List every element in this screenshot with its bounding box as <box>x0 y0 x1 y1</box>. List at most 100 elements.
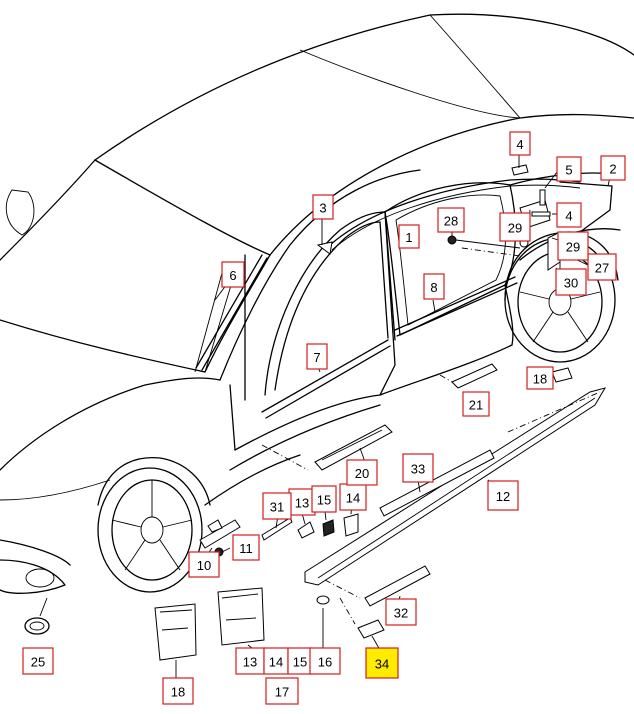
callout-box <box>309 647 341 675</box>
callout-18: 18 <box>526 366 554 390</box>
callout-8: 8 <box>423 273 445 300</box>
callout-box <box>312 194 334 220</box>
callout-box <box>311 485 337 513</box>
callout-number: 30 <box>564 276 578 291</box>
front-wheel <box>97 456 211 593</box>
callout-17: 17 <box>265 677 299 705</box>
callout-number: 13 <box>243 655 257 670</box>
callout-number: 18 <box>171 685 185 700</box>
callout-1: 1 <box>398 224 420 249</box>
callout-box <box>398 224 420 249</box>
callout-number: 13 <box>295 496 309 511</box>
callout-number: 6 <box>229 268 236 283</box>
callout-box <box>385 598 417 626</box>
callout-4: 4 <box>556 202 582 228</box>
callout-25: 25 <box>22 647 54 675</box>
callout-16: 16 <box>309 647 341 675</box>
callout-box <box>556 156 582 182</box>
callout-number: 18 <box>533 372 547 387</box>
callout-box <box>306 343 328 370</box>
callout-box <box>526 366 554 390</box>
callout-29: 29 <box>557 231 589 261</box>
callout-number: 29 <box>508 221 522 236</box>
callout-29: 29 <box>499 212 531 242</box>
callout-10: 10 <box>188 551 220 578</box>
callout-box <box>232 534 260 561</box>
callout-number: 2 <box>609 162 616 177</box>
callout-number: 27 <box>595 261 609 276</box>
callout-3: 3 <box>312 194 334 220</box>
callout-box <box>555 268 587 296</box>
callout-box <box>437 207 465 233</box>
callout-number: 15 <box>293 655 307 670</box>
callout-number: 14 <box>269 655 283 670</box>
callout-number: 34 <box>375 657 389 672</box>
callout-box <box>188 551 220 578</box>
callout-box <box>262 492 292 520</box>
guide-lines <box>261 247 601 625</box>
callout-box <box>235 647 265 675</box>
callout-number: 3 <box>319 201 326 216</box>
callout-15: 15 <box>311 485 337 513</box>
callout-box <box>162 677 194 705</box>
callout-number: 4 <box>565 209 572 224</box>
car-body-outline <box>0 13 634 594</box>
callout-28: 28 <box>437 207 465 233</box>
callout-7: 7 <box>306 343 328 370</box>
callout-box <box>365 647 399 679</box>
callout-number: 33 <box>411 462 425 477</box>
callout-number: 14 <box>346 491 360 506</box>
callout-number: 20 <box>355 466 369 481</box>
callout-number: 5 <box>565 163 572 178</box>
parts <box>24 164 613 661</box>
callout-number: 12 <box>496 489 510 504</box>
callout-box <box>339 483 367 511</box>
callout-30: 30 <box>555 268 587 296</box>
callout-13: 13 <box>288 488 316 516</box>
callout-number: 7 <box>313 350 320 365</box>
callout-21: 21 <box>462 391 490 417</box>
callout-box <box>221 261 245 288</box>
callout-11: 11 <box>232 534 260 561</box>
callout-20: 20 <box>346 459 378 486</box>
callout-box <box>509 131 531 156</box>
callout-number: 21 <box>469 398 483 413</box>
callout-18: 18 <box>162 677 194 705</box>
callout-27: 27 <box>587 253 617 281</box>
callout-box <box>556 202 582 228</box>
callout-box <box>263 647 289 675</box>
callout-33: 33 <box>402 453 434 483</box>
callout-box <box>462 391 490 417</box>
callout-31: 31 <box>262 492 292 520</box>
callout-number: 32 <box>394 606 408 621</box>
callout-32: 32 <box>385 598 417 626</box>
callout-number: 25 <box>31 655 45 670</box>
callout-number: 31 <box>270 500 284 515</box>
callout-number: 4 <box>516 137 523 152</box>
callout-number: 8 <box>430 280 437 295</box>
callout-box <box>600 155 626 181</box>
callout-box <box>346 459 378 486</box>
callout-6: 6 <box>221 261 245 288</box>
callout-number: 1 <box>405 230 412 245</box>
callout-box <box>499 212 531 242</box>
callout-box <box>265 677 299 705</box>
callout-number: 11 <box>239 541 253 556</box>
callout-14: 14 <box>339 483 367 511</box>
callout-5: 5 <box>556 156 582 182</box>
callout-number: 28 <box>444 214 458 229</box>
callout-2: 2 <box>600 155 626 181</box>
callout-15: 15 <box>287 647 313 675</box>
callout-box <box>402 453 434 483</box>
callout-14: 14 <box>263 647 289 675</box>
callout-4: 4 <box>509 131 531 156</box>
callout-number: 16 <box>318 655 332 670</box>
callout-number: 29 <box>566 240 580 255</box>
callout-box <box>423 273 445 300</box>
callout-13: 13 <box>235 647 265 675</box>
callout-12: 12 <box>487 480 519 511</box>
callout-number: 15 <box>317 493 331 508</box>
callout-34: 34 <box>365 647 399 679</box>
